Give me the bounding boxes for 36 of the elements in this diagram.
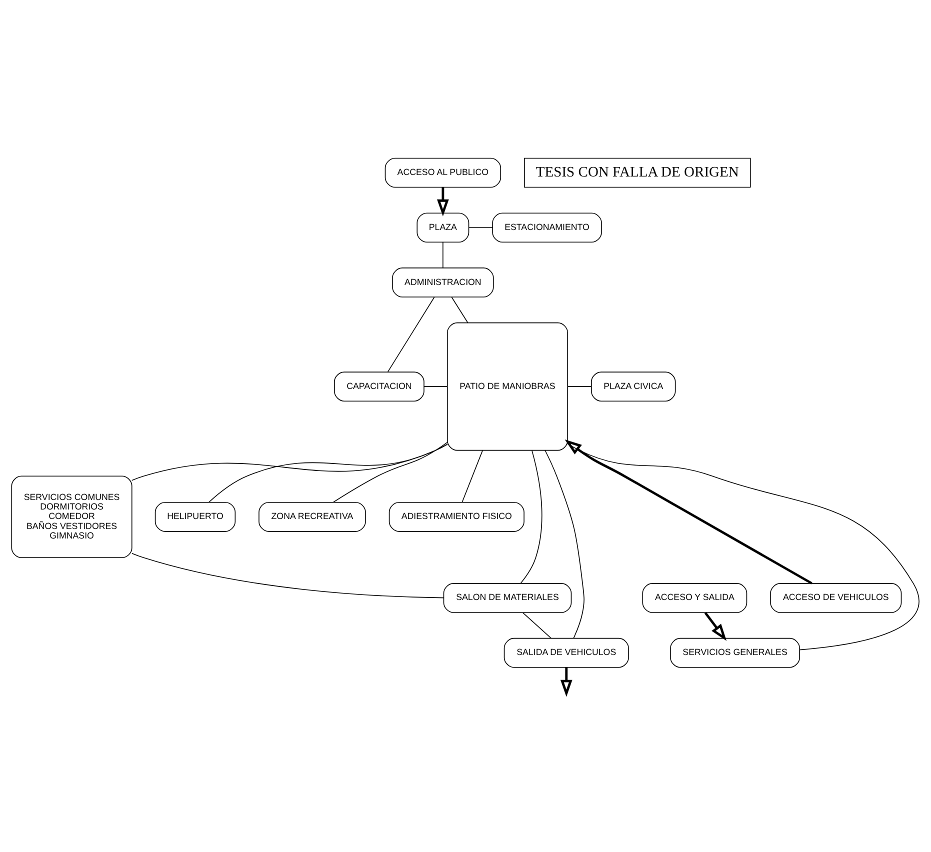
connector — [468, 227, 493, 228]
node-box: PLAZA — [416, 212, 470, 243]
connector — [462, 450, 483, 503]
node-box: CAPACITACION — [334, 372, 424, 402]
node-box: ACCESO Y SALIDA — [642, 583, 748, 613]
node-box: PLAZA CIVICA — [591, 372, 676, 402]
node-box: SALIDA DE VEHICULOS — [504, 638, 629, 668]
connector — [567, 386, 592, 387]
connector — [208, 444, 448, 503]
label: TESIS CON FALLA DE ORIGEN — [536, 164, 739, 180]
node-box: PATIO DE MANIOBRAS — [446, 322, 568, 451]
connector — [520, 450, 542, 584]
connector — [132, 444, 448, 481]
connector — [451, 296, 468, 324]
node-box: ACCESO DE VEHICULOS — [770, 583, 902, 613]
node-box: ESTACIONAMIENTO — [492, 212, 602, 243]
connector — [522, 612, 552, 639]
node-box: ZONA RECREATIVA — [258, 502, 366, 532]
arrow — [564, 439, 812, 584]
node-box: HELIPUERTO — [154, 502, 236, 532]
node-box: SERVICIOS COMUNES DORMITORIOS COMEDOR BAÑOS VESTIDORES GIMNASIO — [11, 476, 132, 558]
arrow — [560, 667, 572, 697]
connector — [332, 442, 448, 503]
node-box: ADIESTRAMIENTO FISICO — [388, 502, 524, 532]
connector — [132, 552, 444, 598]
connector — [544, 450, 584, 639]
connector — [424, 386, 448, 387]
connector — [442, 242, 444, 268]
arrow — [704, 612, 727, 641]
arrow — [437, 188, 449, 216]
node-box: SERVICIOS GENERALES — [670, 638, 800, 668]
connector — [387, 296, 435, 372]
node-box: ACCESO AL PUBLICO — [384, 158, 502, 188]
node-box: SALON DE MATERIALES — [443, 583, 572, 613]
connector — [567, 443, 920, 650]
node-box: ADMINISTRACION — [392, 268, 494, 298]
